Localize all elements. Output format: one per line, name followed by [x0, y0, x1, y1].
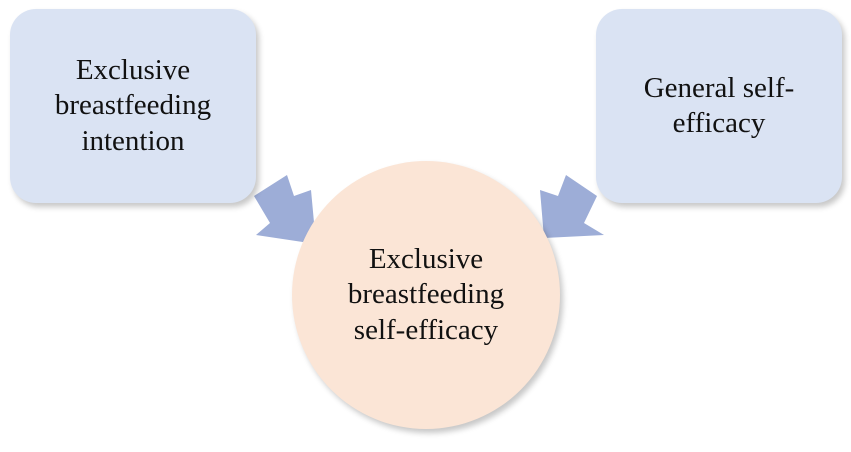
node-label: Exclusive breastfeeding intention: [54, 53, 212, 157]
node-exclusive-breastfeeding-intention: Exclusive breastfeeding intention: [10, 9, 256, 203]
arrow-left-to-center: [254, 175, 316, 244]
node-exclusive-breastfeeding-self-efficacy: Exclusive breastfeeding self-efficacy: [292, 161, 560, 429]
node-label: Exclusive breastfeeding self-efficacy: [347, 242, 505, 346]
arrow-right-to-center: [540, 175, 604, 238]
node-general-self-efficacy: General self- efficacy: [596, 9, 842, 203]
node-label: General self- efficacy: [643, 71, 795, 139]
